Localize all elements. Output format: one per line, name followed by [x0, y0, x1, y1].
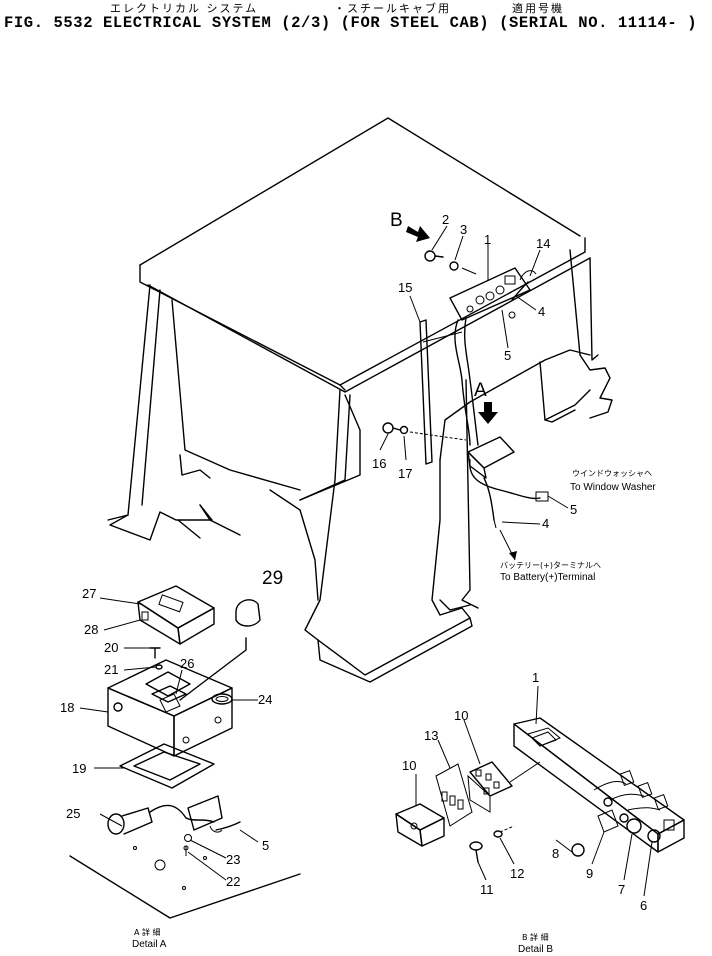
- callout-17: 17: [398, 466, 412, 481]
- callout-15: 15: [398, 280, 412, 295]
- callout-b-10b: 10: [454, 708, 468, 723]
- steel-cab: [107, 117, 613, 683]
- callout-b-7: 7: [618, 882, 625, 897]
- view-arrow-b: [406, 226, 430, 242]
- callout-24: 24: [258, 692, 272, 707]
- callout-18: 18: [60, 700, 74, 715]
- figure-title: FIG. 5532 ELECTRICAL SYSTEM (2/3) (FOR S…: [4, 14, 698, 32]
- callout-a-5: 5: [262, 838, 269, 853]
- callout-4b: 4: [542, 516, 549, 531]
- view-letter-a: A: [474, 380, 487, 401]
- callout-2: 2: [442, 212, 449, 227]
- callout-b-12: 12: [510, 866, 524, 881]
- detail-b-label-jp: B 詳 細: [522, 932, 549, 942]
- callout-25: 25: [66, 806, 80, 821]
- washer-note-jp: ウインドウォッシャヘ: [572, 469, 652, 478]
- leader-lines-main: [379, 225, 569, 525]
- leader-lines-detail-a: [79, 597, 259, 881]
- header-jp-serial: 適用号機: [512, 2, 564, 15]
- callout-27: 27: [82, 586, 96, 601]
- callout-numbers: B A 2 3 1 14 4 5 15 16 17 5 4 ウインドウォッシャヘ…: [60, 210, 656, 955]
- header-jp-system: エレクトリカル システム: [110, 2, 259, 15]
- view-letter-b: B: [390, 210, 403, 231]
- callout-1: 1: [484, 232, 491, 247]
- callout-b-11: 11: [480, 882, 494, 897]
- callout-3: 3: [460, 222, 467, 237]
- leader-lines-detail-b: [415, 685, 653, 897]
- switch-panel-assembly: [449, 267, 549, 561]
- callout-b-8: 8: [552, 846, 559, 861]
- callout-23: 23: [226, 852, 240, 867]
- callout-26: 26: [180, 656, 194, 671]
- view-arrow-a: [478, 402, 498, 424]
- callout-4a: 4: [538, 304, 545, 319]
- callout-b-13: 13: [424, 728, 438, 743]
- bolt-16-washer-17: [382, 422, 467, 441]
- callout-b-9: 9: [586, 866, 593, 881]
- callout-20: 20: [104, 640, 118, 655]
- detail-a-label-jp: A 詳 細: [134, 927, 161, 937]
- callout-19: 19: [72, 761, 86, 776]
- washer-note-en: To Window Washer: [570, 482, 656, 493]
- bolt-2-washer-3: [424, 250, 477, 275]
- header-jp-cab: ・スチールキャブ用: [334, 2, 451, 15]
- callout-5b: 5: [570, 502, 577, 517]
- callout-b-6: 6: [640, 898, 647, 913]
- washer-tube-15: [419, 319, 463, 465]
- detail-a: [69, 585, 301, 919]
- detail-a-label-en: Detail A: [132, 939, 167, 950]
- detail-b: [395, 717, 685, 863]
- detail-b-label-en: Detail B: [518, 944, 553, 955]
- battery-note-en: To Battery(+)Terminal: [500, 572, 595, 583]
- callout-14: 14: [536, 236, 550, 251]
- callout-b-10a: 10: [402, 758, 416, 773]
- callout-22: 22: [226, 874, 240, 889]
- callout-29: 29: [262, 568, 283, 589]
- callout-5a: 5: [504, 348, 511, 363]
- callout-16: 16: [372, 456, 386, 471]
- callout-21: 21: [104, 662, 118, 677]
- callout-b-1: 1: [532, 670, 539, 685]
- callout-28: 28: [84, 622, 98, 637]
- battery-note-jp: バッテリー(+)ターミナルへ: [500, 561, 601, 570]
